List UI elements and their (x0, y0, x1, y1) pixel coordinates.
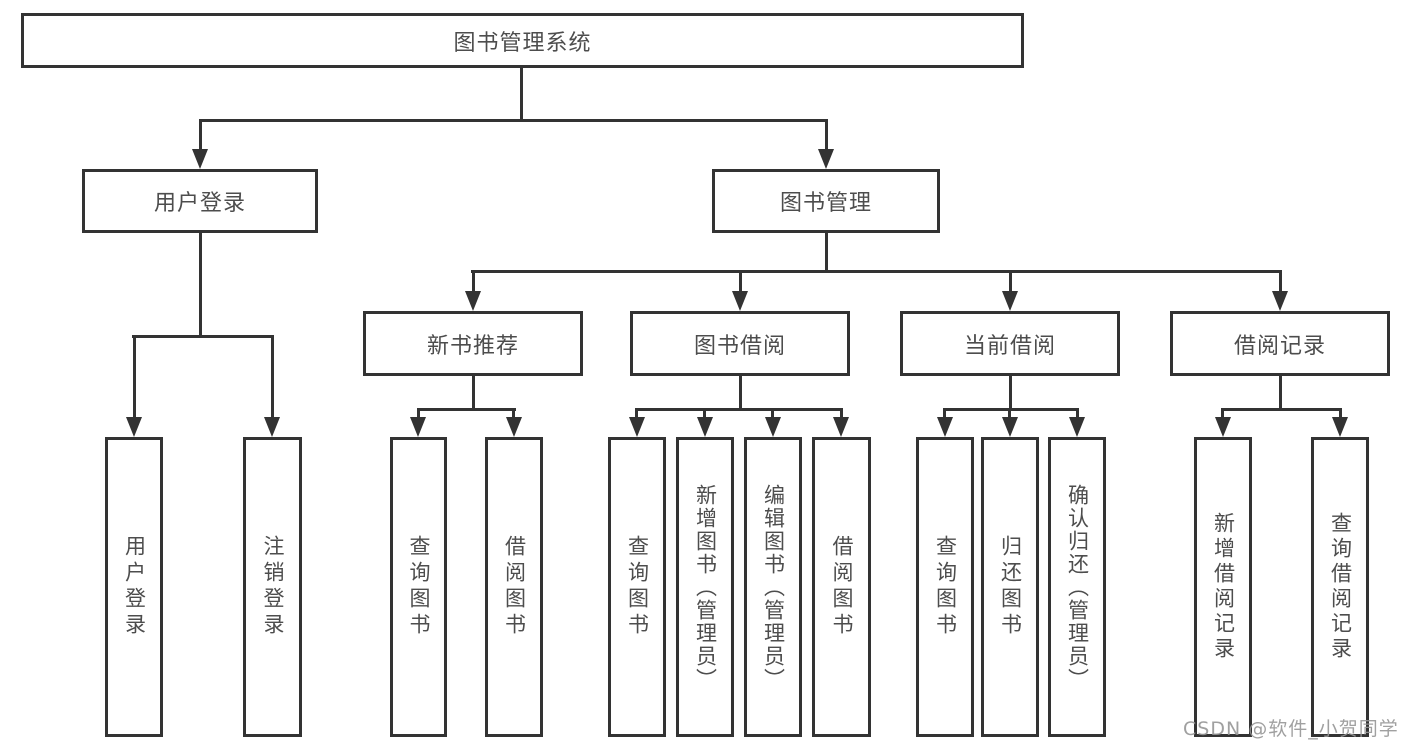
arrow-down-icon (410, 417, 426, 437)
leaf-label: 用户登录 (122, 535, 147, 639)
leaf-borrow-books: 借阅图书 (812, 437, 871, 737)
edge-book-borrow-bar (635, 408, 843, 411)
arrow-down-icon (1215, 417, 1231, 437)
leaf-label: 确认归还（管理员） (1065, 483, 1090, 691)
node-current-borrow: 当前借阅 (900, 311, 1120, 376)
leaf-recommend-query-books: 查询图书 (390, 437, 447, 737)
leaf-label: 借阅图书 (830, 535, 854, 639)
leaf-label: 注销登录 (261, 535, 285, 639)
arrow-down-icon (192, 149, 208, 169)
node-label: 借阅记录 (1233, 333, 1326, 359)
edge-to-leaf (1221, 408, 1224, 419)
edge-to-leaf (1008, 408, 1011, 419)
arrow-down-icon (818, 149, 834, 169)
leaf-add-books-admin: 新增图书（管理员） (676, 437, 734, 737)
csdn-watermark: CSDN @软件_小贺同学 (1183, 718, 1399, 740)
node-borrow-records: 借阅记录 (1170, 311, 1390, 376)
node-label: 用户登录 (153, 191, 246, 216)
edge-to-leaf (840, 408, 843, 419)
node-label: 图书管理 (779, 191, 872, 216)
leaf-confirm-return-admin: 确认归还（管理员） (1048, 437, 1106, 737)
edge-to-leaf (1076, 408, 1079, 419)
edge-to-current-borrow (1009, 270, 1012, 293)
edge-book-management-bar (471, 270, 1282, 273)
leaf-label: 查询图书 (625, 535, 650, 639)
leaf-label: 归还图书 (998, 535, 1023, 639)
leaf-label: 编辑图书（管理员） (761, 483, 786, 691)
edge-to-leaf-user-login (133, 335, 136, 419)
edge-current-borrow-bar (943, 408, 1079, 411)
arrow-down-icon (937, 417, 953, 437)
edge-to-leaf-logout (271, 335, 274, 419)
leaf-label: 查询图书 (407, 535, 431, 639)
leaf-user-login: 用户登录 (105, 437, 163, 737)
arrow-down-icon (1332, 417, 1348, 437)
edge-to-new-book-recommend (472, 270, 475, 293)
arrow-down-icon (1002, 291, 1018, 311)
edge-user-login-stem (199, 233, 202, 335)
edge-to-leaf (1339, 408, 1342, 419)
arrow-down-icon (126, 417, 142, 437)
leaf-edit-books-admin: 编辑图书（管理员） (744, 437, 802, 737)
leaf-label: 查询图书 (933, 535, 958, 639)
arrow-down-icon (1002, 417, 1018, 437)
arrow-down-icon (629, 417, 645, 437)
edge-to-leaf (771, 408, 774, 419)
edge-to-leaf (703, 408, 706, 419)
edge-root-stem (520, 68, 523, 119)
edge-book-management-stem (825, 233, 828, 270)
edge-borrow-records-stem (1279, 376, 1282, 408)
edge-to-leaf (943, 408, 946, 419)
arrow-down-icon (506, 417, 522, 437)
node-label: 当前借阅 (963, 333, 1056, 359)
arrow-down-icon (833, 417, 849, 437)
leaf-recommend-borrow-books: 借阅图书 (485, 437, 543, 737)
leaf-label: 借阅图书 (502, 535, 527, 639)
arrow-down-icon (765, 417, 781, 437)
node-user-login: 用户登录 (82, 169, 318, 233)
edge-new-book-recommend-stem (472, 376, 475, 408)
node-label: 图书管理系统 (453, 30, 592, 56)
node-book-borrow: 图书借阅 (630, 311, 850, 376)
leaf-label: 新增借阅记录 (1211, 512, 1236, 662)
edge-user-login-bar (132, 335, 274, 338)
edge-to-book-borrow (739, 270, 742, 293)
edge-current-borrow-stem (1009, 376, 1012, 408)
arrow-down-icon (1069, 417, 1085, 437)
edge-to-user-login (199, 119, 202, 152)
leaf-borrow-query-books: 查询图书 (608, 437, 666, 737)
arrow-down-icon (465, 291, 481, 311)
node-book-management: 图书管理 (712, 169, 940, 233)
leaf-current-query-books: 查询图书 (916, 437, 974, 737)
edge-borrow-records-bar (1221, 408, 1341, 411)
node-library-management-system: 图书管理系统 (21, 13, 1024, 68)
leaf-return-books: 归还图书 (981, 437, 1039, 737)
edge-to-borrow-records (1279, 270, 1282, 293)
edge-to-leaf (635, 408, 638, 419)
edge-root-bar (199, 119, 828, 122)
node-label: 新书推荐 (426, 333, 519, 359)
edge-to-leaf (512, 408, 515, 419)
leaf-add-borrow-record: 新增借阅记录 (1194, 437, 1252, 737)
edge-book-borrow-stem (739, 376, 742, 408)
leaf-label: 查询借阅记录 (1328, 512, 1353, 662)
arrow-down-icon (264, 417, 280, 437)
arrow-down-icon (1272, 291, 1288, 311)
edge-to-leaf (417, 408, 420, 419)
leaf-query-borrow-record: 查询借阅记录 (1311, 437, 1369, 737)
leaf-logout: 注销登录 (243, 437, 302, 737)
arrow-down-icon (732, 291, 748, 311)
edge-new-book-recommend-bar (417, 408, 516, 411)
node-label: 图书借阅 (693, 333, 786, 359)
arrow-down-icon (697, 417, 713, 437)
edge-to-book-management (825, 119, 828, 152)
node-new-book-recommend: 新书推荐 (363, 311, 583, 376)
leaf-label: 新增图书（管理员） (693, 483, 718, 691)
